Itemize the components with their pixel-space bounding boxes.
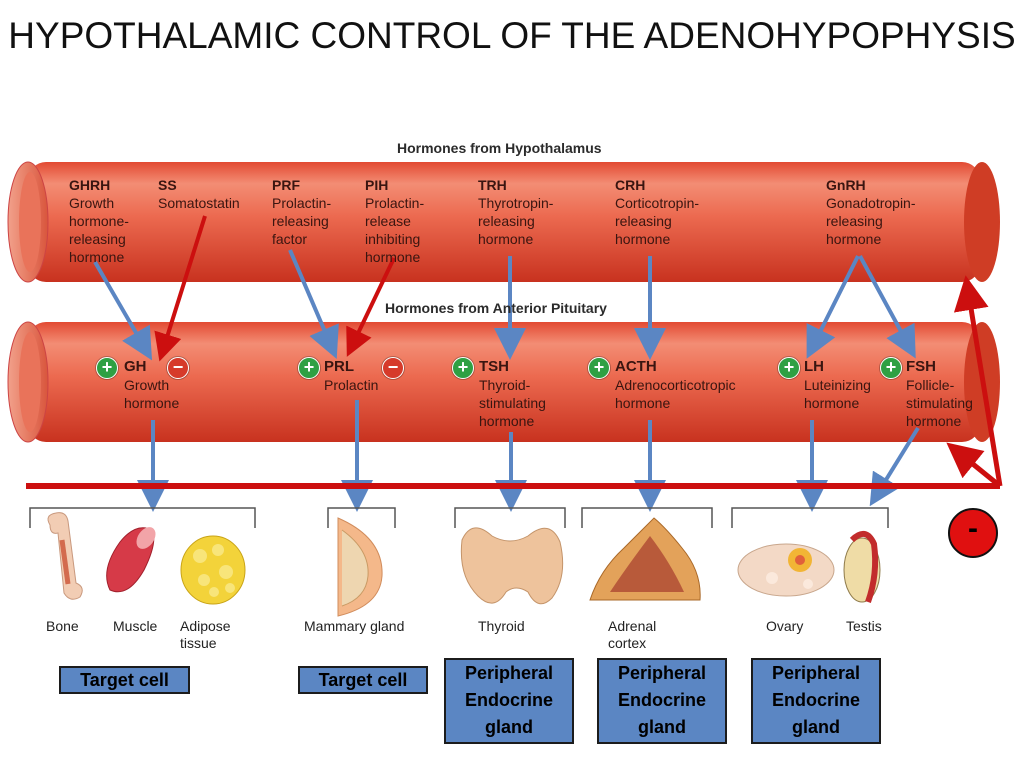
hyp-hormone-crh: CRH Corticotropin- releasing hormone [615, 176, 699, 248]
pit-abbr: PRL [324, 358, 354, 375]
hyp-name: Growth hormone- releasing hormone [69, 195, 129, 265]
ghrh-arrow [93, 260, 153, 361]
stimulatory-arrows [93, 249, 916, 361]
adipose-illustration [180, 535, 246, 605]
pit-hormone-tsh: TSH Thyroid- stimulating hormone [479, 358, 546, 430]
plus-sign-icon: + [880, 357, 902, 379]
pit-name: Prolactin [324, 377, 379, 393]
minus-sign-icon: − [382, 357, 404, 379]
hyp-abbr: SS [158, 177, 177, 193]
title-text: HYPOTHALAMIC CONTROL OF THE ADENOHYPOPHY… [8, 15, 1016, 56]
hyp-hormone-trh: TRH Thyrotropin- releasing hormone [478, 176, 553, 248]
hyp-name: Gonadotropin- releasing hormone [826, 195, 916, 247]
pit-abbr: LH [804, 358, 824, 375]
hyp-abbr: GnRH [826, 177, 866, 193]
pit-hormone-gh: GH Growth hormone [124, 358, 179, 412]
pit-hormone-fsh: FSH Follicle- stimulating hormone [906, 358, 973, 430]
hyp-name: Corticotropin- releasing hormone [615, 195, 700, 247]
pit-name: Follicle- stimulating hormone [906, 377, 973, 429]
hyp-abbr: PIH [365, 177, 389, 193]
pit-hormone-lh: LH Luteinizing hormone [804, 358, 871, 412]
pit-name: Growth hormone [124, 377, 180, 411]
plus-sign-icon: + [96, 357, 118, 379]
pit-name: Adrenocorticotropic hormone [615, 377, 736, 411]
peripheral-endocrine-box: Peripheral Endocrine gland [751, 658, 881, 744]
target-label-mammary: Mammary gland [304, 618, 405, 634]
pit-name: Luteinizing hormone [804, 377, 871, 411]
peripheral-endocrine-box: Peripheral Endocrine gland [597, 658, 727, 744]
negative-feedback-loop [26, 275, 1003, 489]
thyroid-illustration [460, 527, 564, 605]
target-label-ovary: Ovary [766, 618, 804, 634]
hyp-hormone-prf: PRF Prolactin- releasing factor [272, 176, 331, 248]
ss-arrow [154, 215, 207, 362]
hyp-hormone-ghrh: GHRH Growth hormone- releasing hormone [69, 176, 129, 266]
target-label-testis: Testis [846, 618, 882, 634]
bone-illustration [47, 512, 83, 600]
plus-sign-icon: + [298, 357, 320, 379]
hyp-name: Thyrotropin- releasing hormone [478, 195, 554, 247]
plus-sign-icon: + [778, 357, 800, 379]
negative-feedback-badge: - [948, 508, 998, 558]
target-label-adrenal: Adrenal cortex [608, 618, 657, 651]
ovary-illustration [737, 543, 835, 597]
hyp-hormone-ss: SS Somatostatin [158, 176, 240, 212]
target-cell-box: Target cell [59, 666, 190, 694]
pit-abbr: TSH [479, 358, 509, 375]
gnrh-lh-arrow [806, 255, 860, 359]
target-label-bone: Bone [46, 618, 79, 634]
minus-sign-icon: − [167, 357, 189, 379]
pit-abbr: FSH [906, 358, 936, 375]
hyp-hormone-gnrh: GnRH Gonadotropin- releasing hormone [826, 176, 916, 248]
hypothalamus-vessel [7, 161, 1000, 283]
hyp-abbr: GHRH [69, 177, 111, 193]
testis-illustration [843, 531, 881, 604]
pit-hormone-prl: PRL Prolactin [324, 358, 378, 394]
target-brackets [29, 507, 889, 528]
pih-arrow [346, 257, 396, 357]
target-label-adipose: Adipose tissue [180, 618, 231, 651]
hyp-name: Somatostatin [158, 195, 240, 211]
hyp-name: Prolactin- releasing factor [272, 195, 332, 247]
pit-abbr: GH [124, 358, 147, 375]
hyp-name: Prolactin- release inhibiting hormone [365, 195, 425, 265]
pituitary-label: Hormones from Anterior Pituitary [385, 300, 607, 316]
pit-name: Thyroid- stimulating hormone [479, 377, 546, 429]
plus-sign-icon: + [452, 357, 474, 379]
peripheral-endocrine-box: Peripheral Endocrine gland [444, 658, 574, 744]
hyp-abbr: PRF [272, 177, 300, 193]
plus-sign-icon: + [588, 357, 610, 379]
target-cell-box: Target cell [298, 666, 428, 694]
hyp-hormone-pih: PIH Prolactin- release inhibiting hormon… [365, 176, 424, 266]
pit-abbr: ACTH [615, 358, 657, 375]
hypothalamus-label: Hormones from Hypothalamus [397, 140, 602, 156]
adrenal-illustration [589, 517, 701, 601]
mammary-illustration [337, 517, 383, 617]
page-title: HYPOTHALAMIC CONTROL OF THE ADENOHYPOPHY… [0, 12, 1024, 59]
target-label-thyroid: Thyroid [478, 618, 525, 634]
gnrh-fsh-arrow [858, 255, 916, 359]
muscle-illustration [106, 527, 156, 593]
inhibitory-arrows [154, 215, 396, 362]
target-label-muscle: Muscle [113, 618, 158, 634]
hyp-abbr: CRH [615, 177, 646, 193]
prf-arrow [288, 249, 339, 360]
hyp-abbr: TRH [478, 177, 507, 193]
pit-hormone-acth: ACTH Adrenocorticotropic hormone [615, 358, 736, 412]
